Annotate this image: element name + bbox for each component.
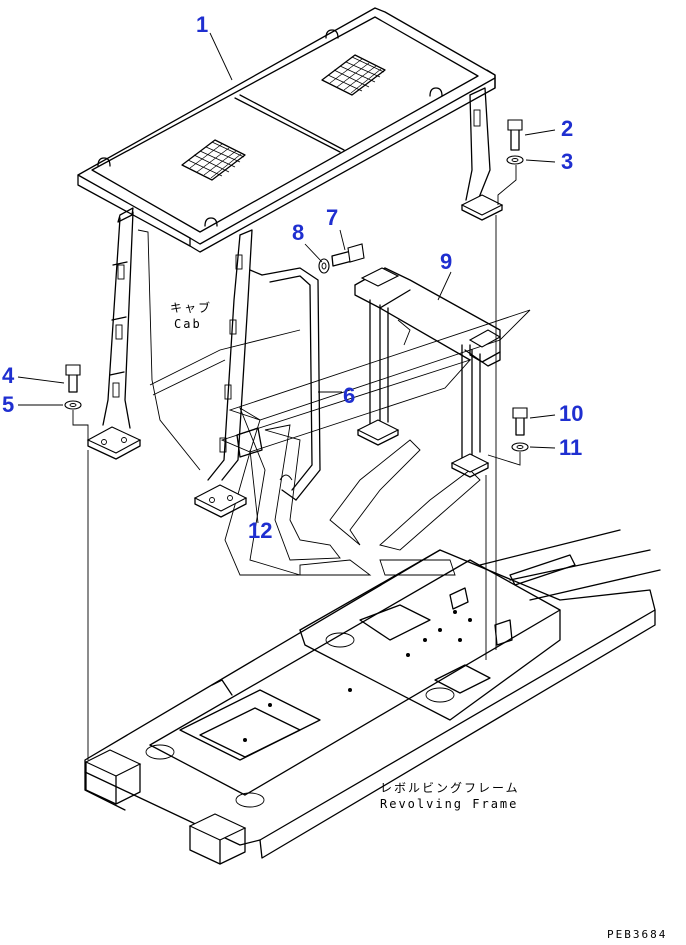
cab-label-jp: キャブ <box>170 301 213 315</box>
part-9-support-frame <box>354 267 502 478</box>
callout-6: 6 <box>343 383 356 408</box>
cab-label: キャブ Cab <box>170 300 212 332</box>
leader-lines <box>17 32 556 760</box>
part-8-washer <box>318 258 330 274</box>
cab-outline <box>137 229 301 471</box>
drawing-code: PEB3684 <box>607 928 668 941</box>
part-10-bolt <box>512 407 528 436</box>
callout-4: 4 <box>2 363 15 388</box>
part-4-bolt <box>65 364 81 393</box>
callout-3: 3 <box>561 149 574 174</box>
callout-2: 2 <box>561 116 574 141</box>
callout-11: 11 <box>559 435 583 460</box>
canopy-post-front-right <box>193 229 253 518</box>
part-12-plate <box>236 427 263 458</box>
canopy-post-front-left <box>86 207 142 460</box>
callout-10: 10 <box>559 401 584 426</box>
part-7-bolt <box>331 243 365 267</box>
roof-mesh-front <box>181 139 246 181</box>
cab-label-en: Cab <box>174 317 202 332</box>
callout-12: 12 <box>248 518 273 543</box>
part-6-grab-handle <box>249 267 321 501</box>
callout-8: 8 <box>292 220 305 245</box>
roof-mesh-rear <box>321 54 386 96</box>
frame-label-jp: レボルビングフレーム <box>380 781 520 795</box>
part-11-washer <box>511 442 529 452</box>
frame-label-en: Revolving Frame <box>380 797 519 812</box>
part-2-bolt <box>507 119 523 151</box>
canopy-post-rear-right <box>460 87 504 221</box>
callout-7: 7 <box>326 205 339 230</box>
canopy-roof <box>77 7 496 253</box>
part-5-washer <box>64 400 82 410</box>
callout-5: 5 <box>2 392 15 417</box>
frame-label: レボルビングフレーム Revolving Frame <box>380 780 520 812</box>
revolving-frame <box>84 529 661 865</box>
callout-9: 9 <box>440 249 453 274</box>
callout-1: 1 <box>196 12 209 37</box>
part-3-washer <box>506 155 524 165</box>
